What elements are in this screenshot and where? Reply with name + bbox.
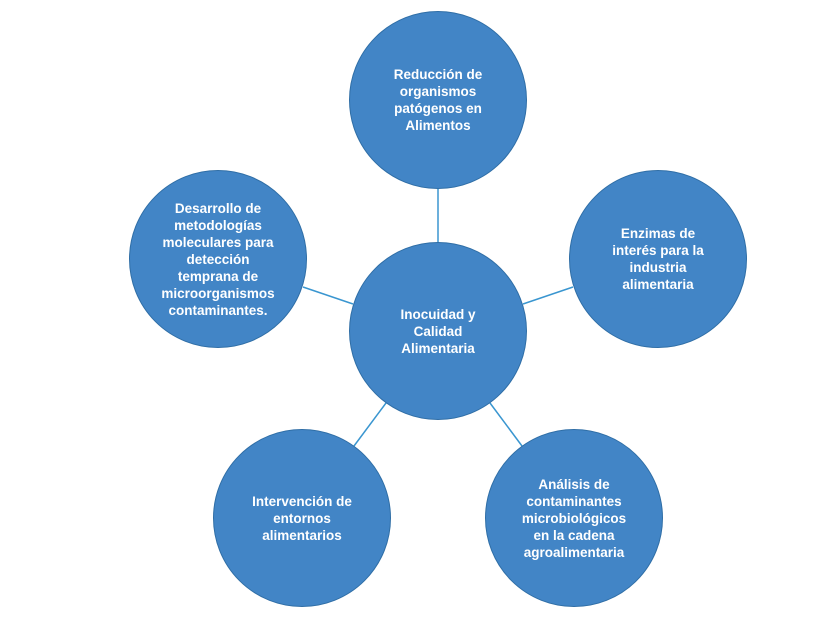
node-label: Análisis de contaminantes microbiológico… <box>521 476 627 560</box>
connector-bottom-right <box>489 402 523 447</box>
node-label: Desarrollo de metodologías moleculares p… <box>161 200 275 318</box>
node-intervencion-entornos: Intervención de entornos alimentarios <box>213 429 391 607</box>
node-label: Reducción de organismos patógenos en Ali… <box>393 67 483 133</box>
center-node-label: Inocuidad y Calidad Alimentaria <box>400 306 476 356</box>
node-metodologias-moleculares: Desarrollo de metodologías moleculares p… <box>129 170 307 348</box>
connector-left <box>302 286 354 305</box>
connector-bottom-left <box>353 402 387 447</box>
node-label: Enzimas de interés para la industria ali… <box>612 226 704 292</box>
node-analisis-contaminantes: Análisis de contaminantes microbiológico… <box>485 429 663 607</box>
connector-right <box>522 286 574 305</box>
node-enzimas: Enzimas de interés para la industria ali… <box>569 170 747 348</box>
center-node: Inocuidad y Calidad Alimentaria <box>349 242 527 420</box>
node-label: Intervención de entornos alimentarios <box>252 493 352 543</box>
node-reduccion-patogenos: Reducción de organismos patógenos en Ali… <box>349 11 527 189</box>
